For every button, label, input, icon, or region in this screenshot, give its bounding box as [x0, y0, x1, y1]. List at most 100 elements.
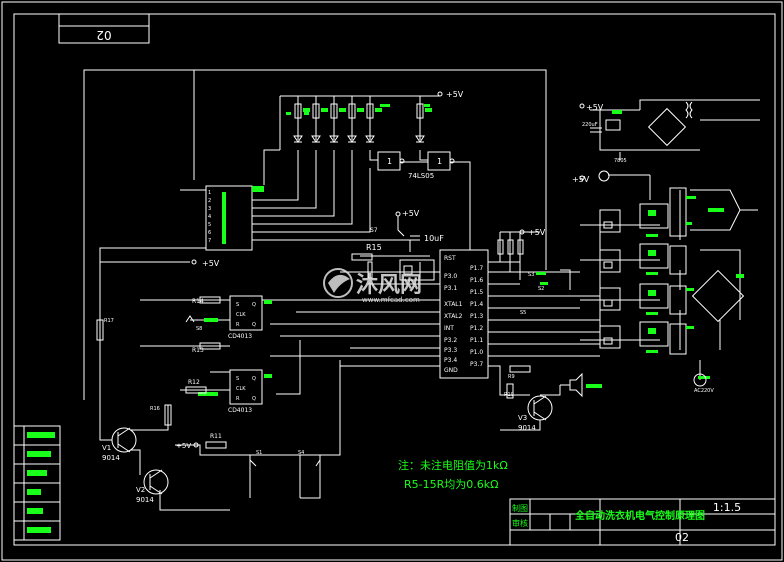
motor-icon [693, 373, 707, 387]
svg-text:CLK: CLK [236, 386, 246, 392]
transistor-v1-model: 9014 [102, 454, 120, 462]
svg-text:1: 1 [437, 157, 442, 166]
transistor-v3 [527, 395, 553, 421]
transistor-v2-model: 9014 [136, 496, 154, 504]
svg-text:1: 1 [387, 157, 392, 166]
bridge-rectifier-motor [691, 269, 745, 323]
svg-text:CLK: CLK [236, 312, 246, 318]
watermark-brand: 沐风网 [356, 273, 422, 298]
green-tags-top [286, 104, 432, 115]
pin-xtal2: XTAL2 [444, 313, 463, 320]
ic-cd4013-a [229, 295, 263, 331]
watermark-url: www.mfcad.com [362, 296, 420, 304]
drawing-title: 全自动洗衣机电气控制原理图 [574, 509, 705, 522]
drawing-number-top: 02 [96, 28, 111, 42]
led-resistors [294, 103, 424, 119]
pin-p10: P1.0 [470, 349, 483, 356]
switch-s3: S3 [528, 272, 534, 278]
transistor-v2 [143, 469, 169, 495]
pin-p17: P1.7 [470, 265, 483, 272]
pin-p11: P1.1 [470, 337, 483, 344]
resistor-r14: R14 [192, 298, 204, 305]
wires [83, 69, 760, 511]
pin-int: INT [444, 325, 454, 332]
note-line-2: R5-15R均为0.6kΩ [404, 478, 499, 491]
drawing-number-box-top [58, 25, 150, 44]
vcc-label-top: +5V [446, 90, 464, 99]
transistor-v2-label: V2 [136, 486, 145, 494]
resistor-r12: R12 [188, 379, 200, 386]
svg-text:R: R [236, 322, 240, 328]
pin-gnd: GND [444, 367, 458, 374]
transistor-v1-label: V1 [102, 444, 111, 452]
title-row-label-1: 制图 [512, 503, 528, 513]
pin-p13: P1.3 [470, 313, 483, 320]
resistor-r16: R16 [150, 406, 160, 412]
transformer-icon [685, 101, 693, 119]
ic-cd4013-a-label: CD4013 [228, 333, 252, 340]
resistor-r17: R17 [104, 318, 114, 324]
watermark: 沐风网 www.mfcad.com [323, 268, 422, 304]
switch-s7: S7 [370, 227, 378, 234]
pin-p16: P1.6 [470, 277, 483, 284]
left-side-table [13, 425, 61, 541]
vcc-label-bottom: +5V [176, 442, 191, 450]
resistor-r11: R11 [210, 433, 222, 440]
vcc-label-mid: +5V [202, 259, 220, 268]
switch-s2: S2 [538, 286, 544, 292]
speaker-icon [569, 372, 583, 398]
svg-text:S: S [236, 302, 239, 308]
inner-frame [13, 13, 776, 546]
resistor-r10: R10 [504, 392, 514, 398]
inverter-gates [377, 151, 455, 171]
title-block [509, 498, 776, 546]
regulator-7805: 7805 [614, 158, 627, 164]
svg-text:6: 6 [208, 230, 211, 236]
note-line-1: 注：未注电阻值为1kΩ [398, 458, 508, 472]
switch-s5: S5 [520, 310, 526, 316]
ic-74ls05-label: 74LS05 [408, 172, 434, 180]
title-row-label-2: 审核 [512, 518, 528, 528]
svg-text:5: 5 [208, 222, 211, 228]
cap-220uf: 220uF [582, 122, 598, 128]
switch-s1: S1 [256, 450, 262, 456]
pin-p32: P3.2 [444, 337, 457, 344]
vcc-label-psu: +5V [586, 103, 604, 112]
ic-cd4013-b [229, 369, 263, 405]
pin-p33: P3.3 [444, 347, 457, 354]
vcc-label-mcu: +5V [528, 228, 546, 237]
switch-s8: S8 [196, 326, 202, 332]
svg-text:3: 3 [208, 206, 211, 212]
mcu-chip [439, 249, 489, 379]
svg-text:R: R [236, 396, 240, 402]
pin-p15: P1.5 [470, 289, 483, 296]
pin-p37: P3.7 [470, 361, 483, 368]
motor-label: AC220V [694, 388, 714, 394]
pin-p30: P3.0 [444, 273, 457, 280]
transistor-v3-model: 9014 [518, 424, 536, 432]
resistor-r15: R15 [366, 243, 382, 252]
svg-text:Q: Q [252, 376, 256, 382]
vcc-terminal-top [437, 91, 443, 97]
triac-driver-blocks [599, 187, 687, 355]
svg-text:4: 4 [208, 214, 211, 220]
svg-text:Q: Q [252, 322, 256, 328]
svg-text:2: 2 [208, 198, 211, 204]
cap-10uf: 10uF [424, 234, 444, 243]
svg-text:Q: Q [252, 302, 256, 308]
drawing-scale: 1:1.5 [713, 501, 741, 514]
switch-s4: S4 [298, 450, 304, 456]
vcc-label-psu-2: +5V [572, 175, 590, 184]
pin-rst: RST [444, 255, 456, 262]
ic-cd4013-b-label: CD4013 [228, 407, 252, 414]
svg-text:7: 7 [208, 238, 211, 244]
resistor-r9: R9 [508, 374, 515, 380]
ic-left-driver [205, 185, 253, 251]
svg-text:S: S [236, 376, 239, 382]
bridge-rectifier-top [647, 107, 687, 147]
pin-p31: P3.1 [444, 285, 457, 292]
vcc-terminal-mid [191, 259, 197, 265]
pin-p12: P1.2 [470, 325, 483, 332]
